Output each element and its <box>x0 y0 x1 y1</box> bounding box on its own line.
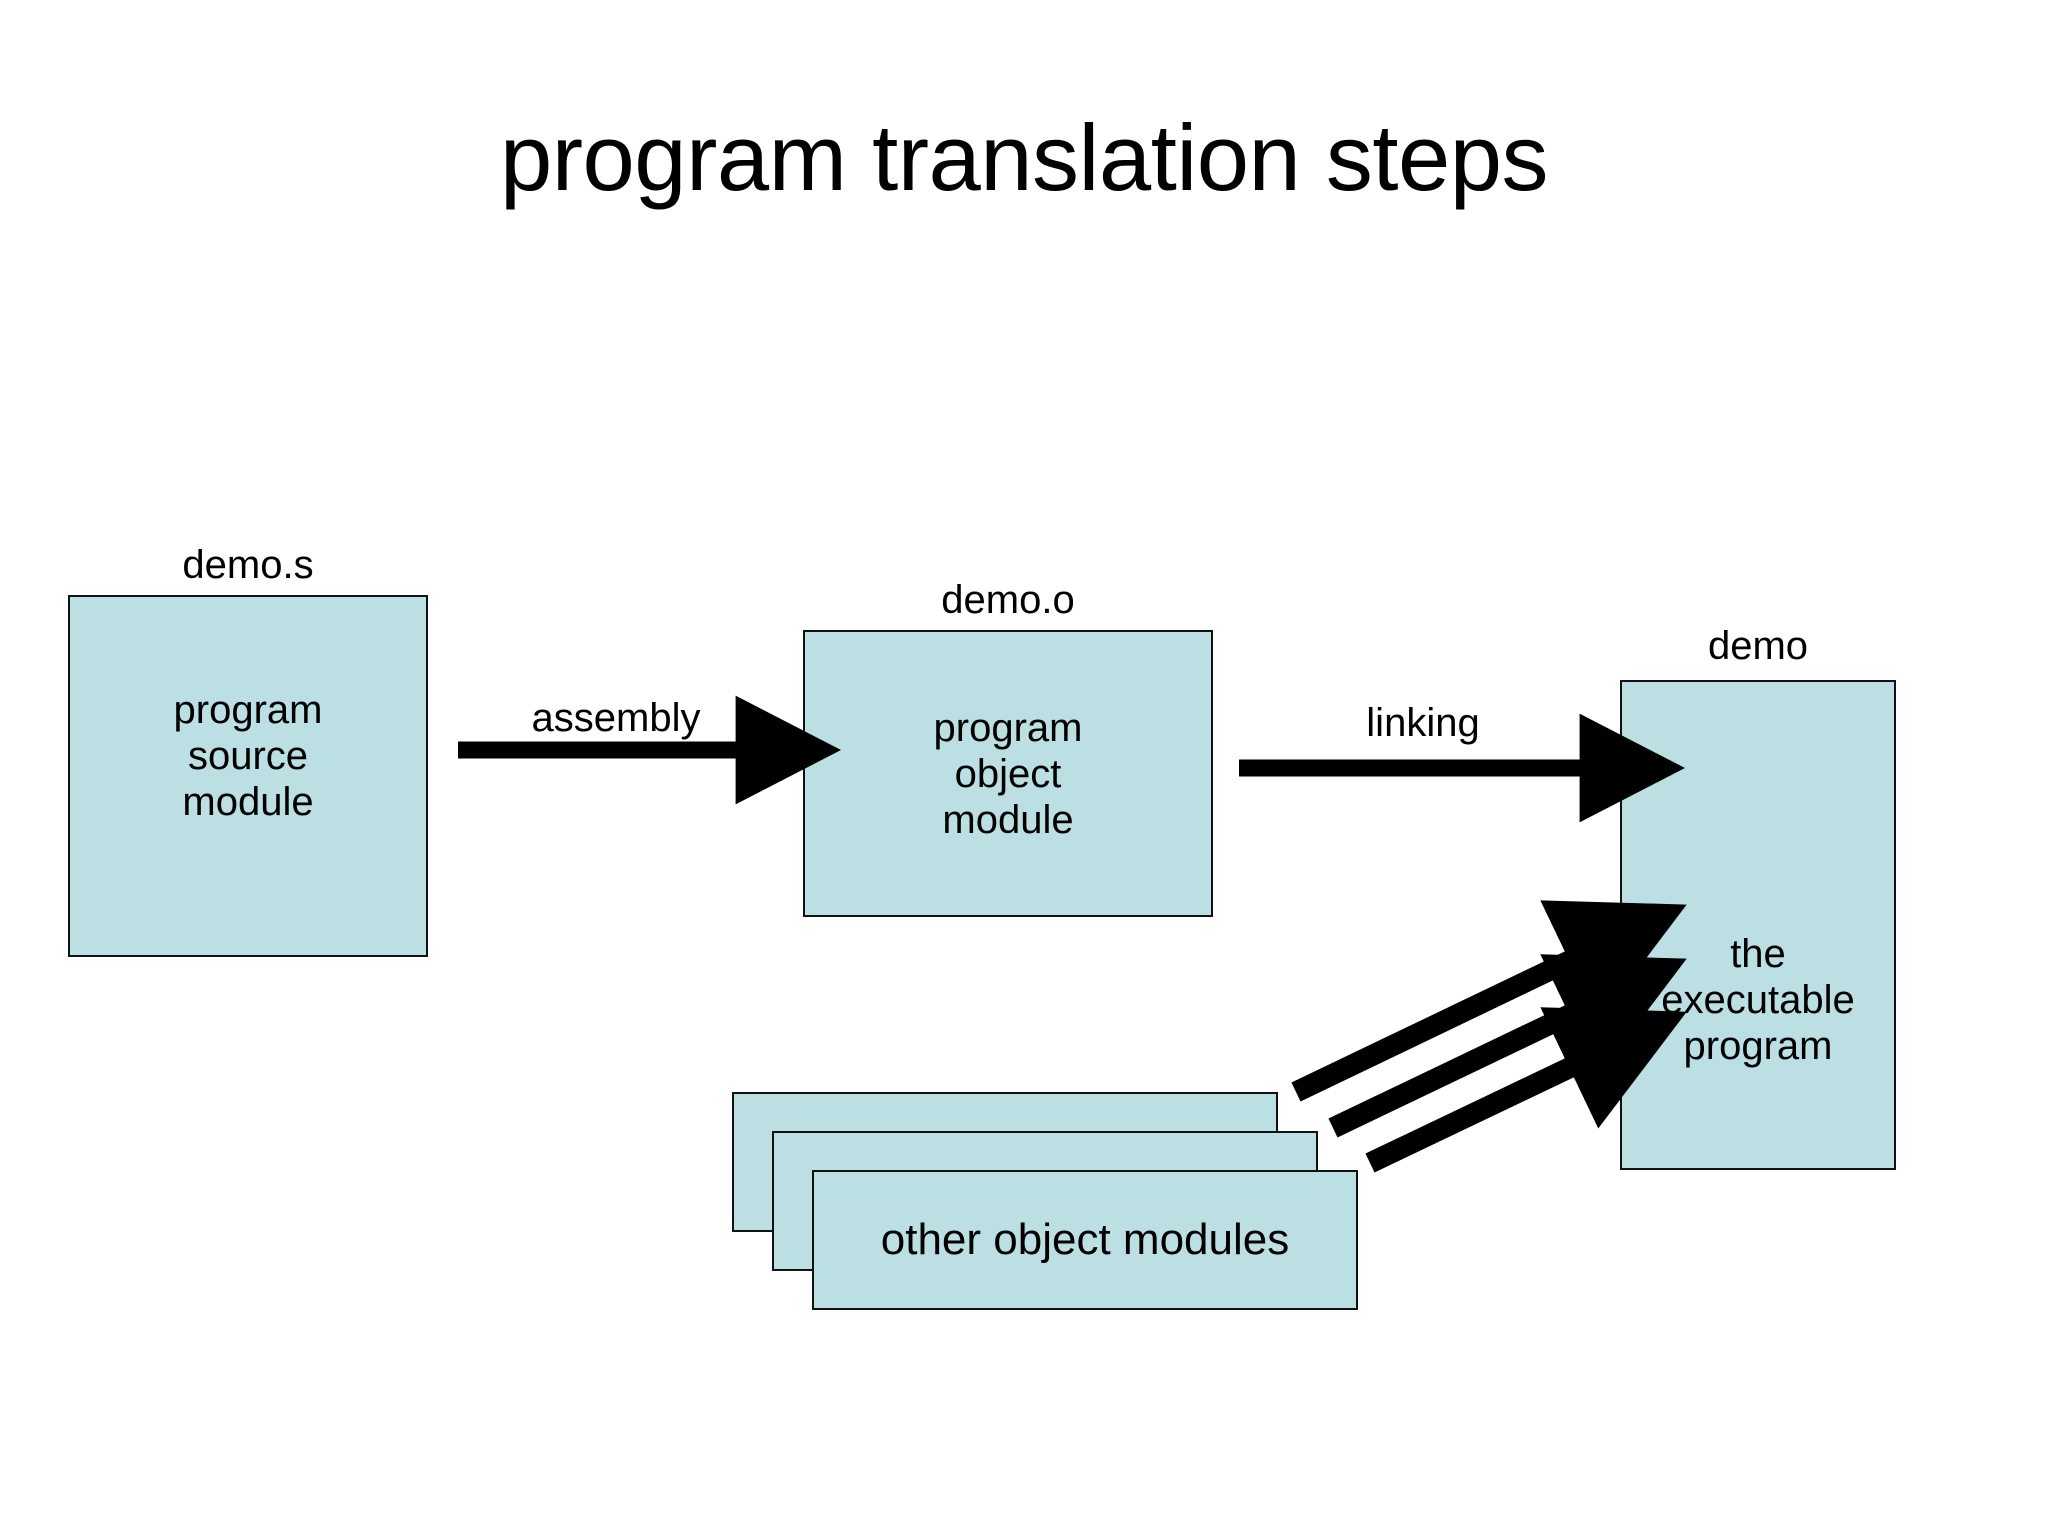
node-body-object: program object module <box>934 705 1083 843</box>
arrow-other-modules-3 <box>1365 1007 1687 1173</box>
node-label-other-modules: other object modules <box>880 1215 1290 1264</box>
node-body-source-line-1: program <box>173 688 323 732</box>
edge-label-assembly: assembly <box>531 696 701 740</box>
node-body-object-line-1: program <box>933 705 1083 750</box>
arrow-other-modules-2 <box>1328 954 1687 1138</box>
node-body-object-line-2: object <box>954 751 1062 796</box>
node-body-source: program source module <box>174 687 323 865</box>
node-body-executable-line-1: the <box>1730 932 1786 976</box>
node-body-executable-line-2: executable <box>1661 978 1855 1022</box>
node-body-executable: the executable program <box>1661 781 1854 1069</box>
page-title: program translation steps <box>499 105 1549 210</box>
node-caption-source: demo.s <box>182 543 314 587</box>
node-box-other-modules-front[interactable]: other object modules <box>812 1170 1358 1310</box>
node-body-object-line-3: module <box>942 797 1074 842</box>
edge-label-linking: linking <box>1366 701 1480 745</box>
node-body-source-line-2: source <box>187 734 309 778</box>
node-body-executable-line-3: program <box>1683 1024 1833 1068</box>
node-caption-object: demo.o <box>941 578 1075 622</box>
node-body-source-line-3: module <box>182 780 314 824</box>
node-box-executable[interactable]: the executable program <box>1620 680 1896 1170</box>
node-box-source[interactable]: program source module <box>68 595 428 957</box>
arrow-other-modules-1 <box>1291 900 1687 1102</box>
node-box-object[interactable]: program object module <box>803 630 1213 917</box>
node-caption-executable: demo <box>1707 624 1809 668</box>
